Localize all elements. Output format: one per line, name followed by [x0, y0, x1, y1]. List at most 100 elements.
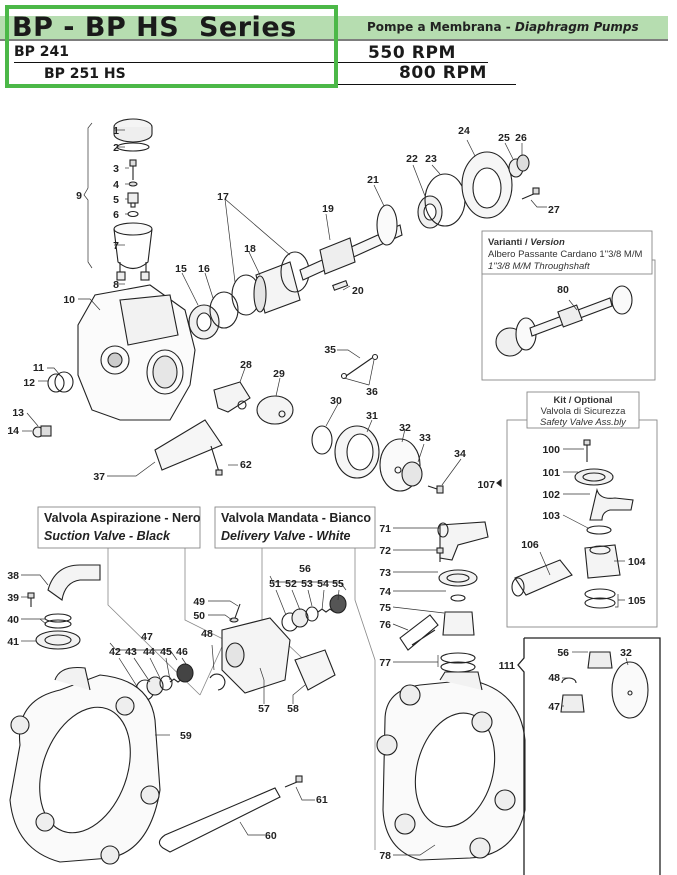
- part-label: 19: [322, 203, 334, 215]
- part-label: 100: [542, 444, 560, 456]
- subtitle-italian: Pompe a Membrana -: [367, 20, 515, 34]
- elbow-38: [47, 564, 101, 601]
- cap-33: [401, 461, 423, 487]
- connecting-rod-28: [213, 381, 251, 413]
- part-label: 25: [498, 132, 510, 144]
- kit-line-en: Safety Valve Ass.bly: [540, 417, 627, 428]
- valve-seat-75: [442, 611, 475, 636]
- valve-housing-57: [221, 617, 291, 694]
- spacer-16: [209, 291, 239, 329]
- part-label: 59: [180, 730, 192, 742]
- part-label: 1: [113, 125, 119, 137]
- pointer-107: [496, 478, 502, 488]
- part-label: 32: [620, 647, 632, 659]
- kit-clip-48: [561, 677, 577, 684]
- kit-valve-56: [587, 651, 613, 669]
- version-title-sep: /: [522, 237, 530, 248]
- part-label: 17: [217, 191, 229, 203]
- part-label: 61: [316, 794, 328, 806]
- screw-34: [427, 485, 444, 494]
- screw-72: [436, 547, 444, 562]
- part-label: 27: [548, 204, 560, 216]
- part-label: 36: [366, 386, 378, 398]
- part-label: 37: [93, 471, 105, 483]
- bottom-cover: [154, 419, 223, 471]
- delivery-line-it: Valvola Mandata - Bianco: [221, 511, 371, 525]
- kit-title-it: Kit: [553, 395, 567, 406]
- kit-title-en: Optional: [574, 395, 613, 406]
- model-underline: [14, 62, 488, 63]
- subtitle-english: Diaphragm Pumps: [514, 20, 639, 34]
- part-label: 41: [7, 636, 19, 648]
- screw-39: [27, 592, 35, 607]
- part-label: 4: [113, 179, 119, 191]
- part-label: 2: [113, 142, 119, 154]
- part-label: 9: [76, 190, 82, 202]
- part-label: 32: [399, 422, 411, 434]
- part-label: 31: [366, 410, 378, 422]
- suction-line-en: Suction Valve - Black: [44, 529, 171, 543]
- part-label: 56: [557, 647, 569, 659]
- part-label: 38: [7, 570, 19, 582]
- part-label: 20: [352, 285, 364, 297]
- ring-74: [450, 594, 466, 602]
- suction-frame-lines: [107, 548, 226, 696]
- part-label: 60: [265, 830, 277, 842]
- part-label: 30: [330, 395, 342, 407]
- part-label: 6: [113, 209, 119, 221]
- part-label: 75: [379, 602, 391, 614]
- part-label: 34: [454, 448, 466, 460]
- part-label: 8: [113, 279, 119, 291]
- part-label: 39: [7, 592, 19, 604]
- drain-plug: [32, 425, 52, 438]
- part-label: 73: [379, 567, 391, 579]
- diaphragm-31: [334, 425, 380, 479]
- main-shaft-19: [299, 224, 403, 281]
- screw-27: [521, 187, 540, 200]
- part-label: 7: [113, 240, 119, 252]
- flange-41: [35, 630, 81, 650]
- rpm-bp241: 550 RPM: [368, 43, 457, 63]
- part-label: 71: [379, 523, 391, 535]
- part-label: 46: [176, 646, 188, 658]
- part-label: 77: [379, 657, 391, 669]
- part-label: 56: [299, 563, 311, 575]
- part-label: 62: [240, 459, 252, 471]
- part-label: 18: [244, 243, 256, 255]
- part-label: 44: [143, 646, 155, 658]
- leader-lines: [21, 122, 629, 856]
- delivery-valve-set: [281, 594, 347, 632]
- part-label: 50: [193, 610, 205, 622]
- part-label: 15: [175, 263, 187, 275]
- kit-line-it: Valvola di Sicurezza: [541, 406, 627, 417]
- part-label: 52: [285, 578, 297, 590]
- part-label: 14: [7, 425, 19, 437]
- delivery-tee-71: [437, 521, 489, 561]
- key-20: [332, 280, 349, 291]
- part-label: 58: [287, 703, 299, 715]
- part-label: 104: [628, 556, 646, 568]
- orings-77: [440, 652, 476, 673]
- part-label: 13: [12, 407, 24, 419]
- kit-valve-47: [560, 694, 585, 713]
- svg-text:Varianti / Version: Varianti / Version: [488, 237, 565, 248]
- part-label: 11: [33, 362, 44, 374]
- delivery-line-en: Delivery Valve - White: [221, 529, 350, 543]
- part-label: 76: [379, 619, 391, 631]
- version-line-en: 1"3/8 M/M Throughshaft: [488, 261, 590, 272]
- bearing-22: [417, 195, 443, 229]
- part-label: 5: [113, 194, 119, 206]
- version-title-it: Varianti: [488, 237, 522, 248]
- part-label: 54: [317, 578, 329, 590]
- part-label: 43: [125, 646, 137, 658]
- kit-diaphragm-32: [611, 661, 649, 719]
- kit-elbow-102: [589, 487, 634, 521]
- part-label: 33: [419, 432, 431, 444]
- part-label: 24: [458, 125, 470, 137]
- oil-seal: [54, 371, 74, 393]
- version-caption: Varianti / Version Albero Passante Carda…: [488, 237, 642, 272]
- washer: [128, 181, 138, 187]
- cap-screw: [129, 159, 137, 180]
- oring-30: [311, 425, 333, 455]
